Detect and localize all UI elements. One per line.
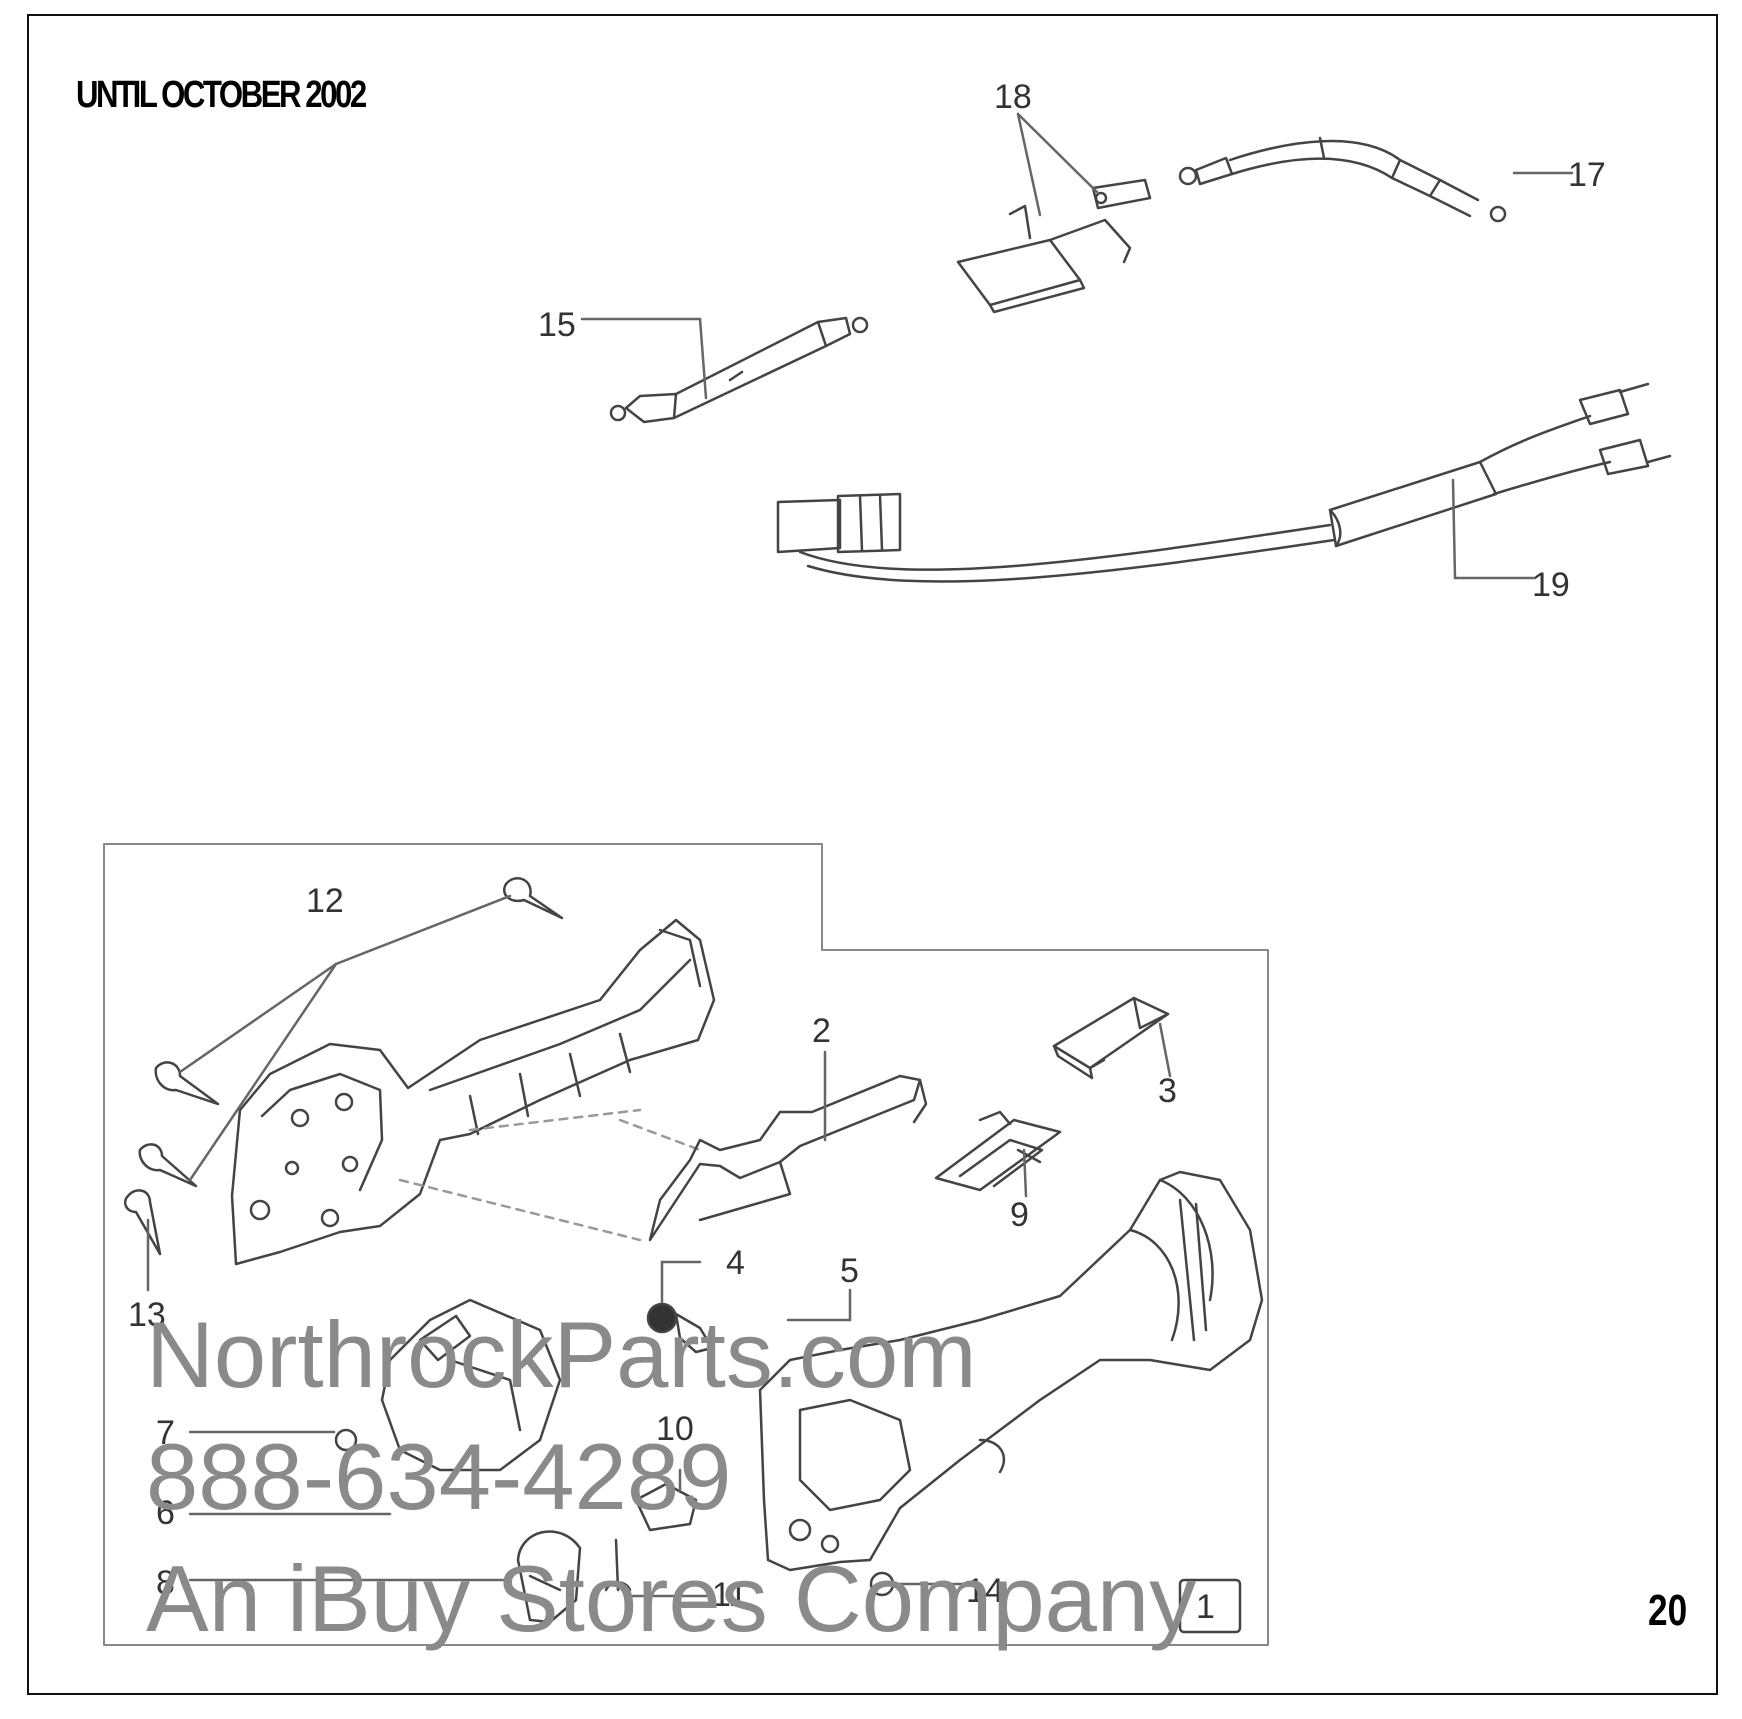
part-3-plate (1052, 996, 1172, 1080)
callout-labels: 1 2 3 4 5 6 7 8 9 10 11 12 13 14 15 17 1… (128, 78, 1606, 1626)
callout-5: 5 (840, 1252, 859, 1290)
callout-9: 9 (1010, 1196, 1029, 1234)
callout-3: 3 (1158, 1072, 1177, 1110)
callout-15: 15 (538, 306, 576, 344)
callout-4: 4 (726, 1244, 745, 1282)
part-10-11-14-parts (604, 1468, 1242, 1634)
part-6-7-8-parts (188, 1298, 582, 1624)
part-18-clamp (956, 112, 1152, 314)
assembly-inset-frame (103, 843, 1269, 1646)
callout-10: 10 (656, 1410, 694, 1448)
callout-19: 19 (1532, 566, 1570, 604)
part-19-harness (776, 382, 1672, 583)
page-title: UNTIL OCTOBER 2002 (76, 74, 367, 116)
part-2-trigger (648, 1050, 928, 1242)
callout-6: 6 (156, 1494, 175, 1532)
callout-2: 2 (812, 1012, 831, 1050)
part-4-5-small (646, 1260, 852, 1354)
callout-14: 14 (966, 1572, 1004, 1610)
page-number: 20 (1648, 1586, 1688, 1635)
callout-7: 7 (156, 1414, 175, 1452)
part-9-clip (934, 1110, 1062, 1198)
part-17-cable (1178, 136, 1574, 223)
page-border (27, 14, 1718, 1695)
watermark-phone: 888-634-4289 (146, 1424, 732, 1529)
callout-1: 1 (1196, 1588, 1215, 1626)
callout-12: 12 (306, 882, 344, 920)
part-12-screws (124, 877, 564, 1292)
watermark-company: An iBuy Stores Company (146, 1546, 1197, 1651)
part-1-handle-body (758, 1170, 1264, 1572)
alignment-lines (398, 1108, 702, 1242)
callout-13: 13 (128, 1296, 166, 1334)
handle-left-half (230, 918, 716, 1266)
callout-11: 11 (712, 1576, 747, 1614)
callout-18: 18 (994, 78, 1032, 116)
part-15-cable (580, 316, 869, 424)
watermark-site: NorthrockParts.com (146, 1302, 977, 1407)
callout-17: 17 (1568, 156, 1606, 194)
callout-8: 8 (156, 1564, 175, 1602)
